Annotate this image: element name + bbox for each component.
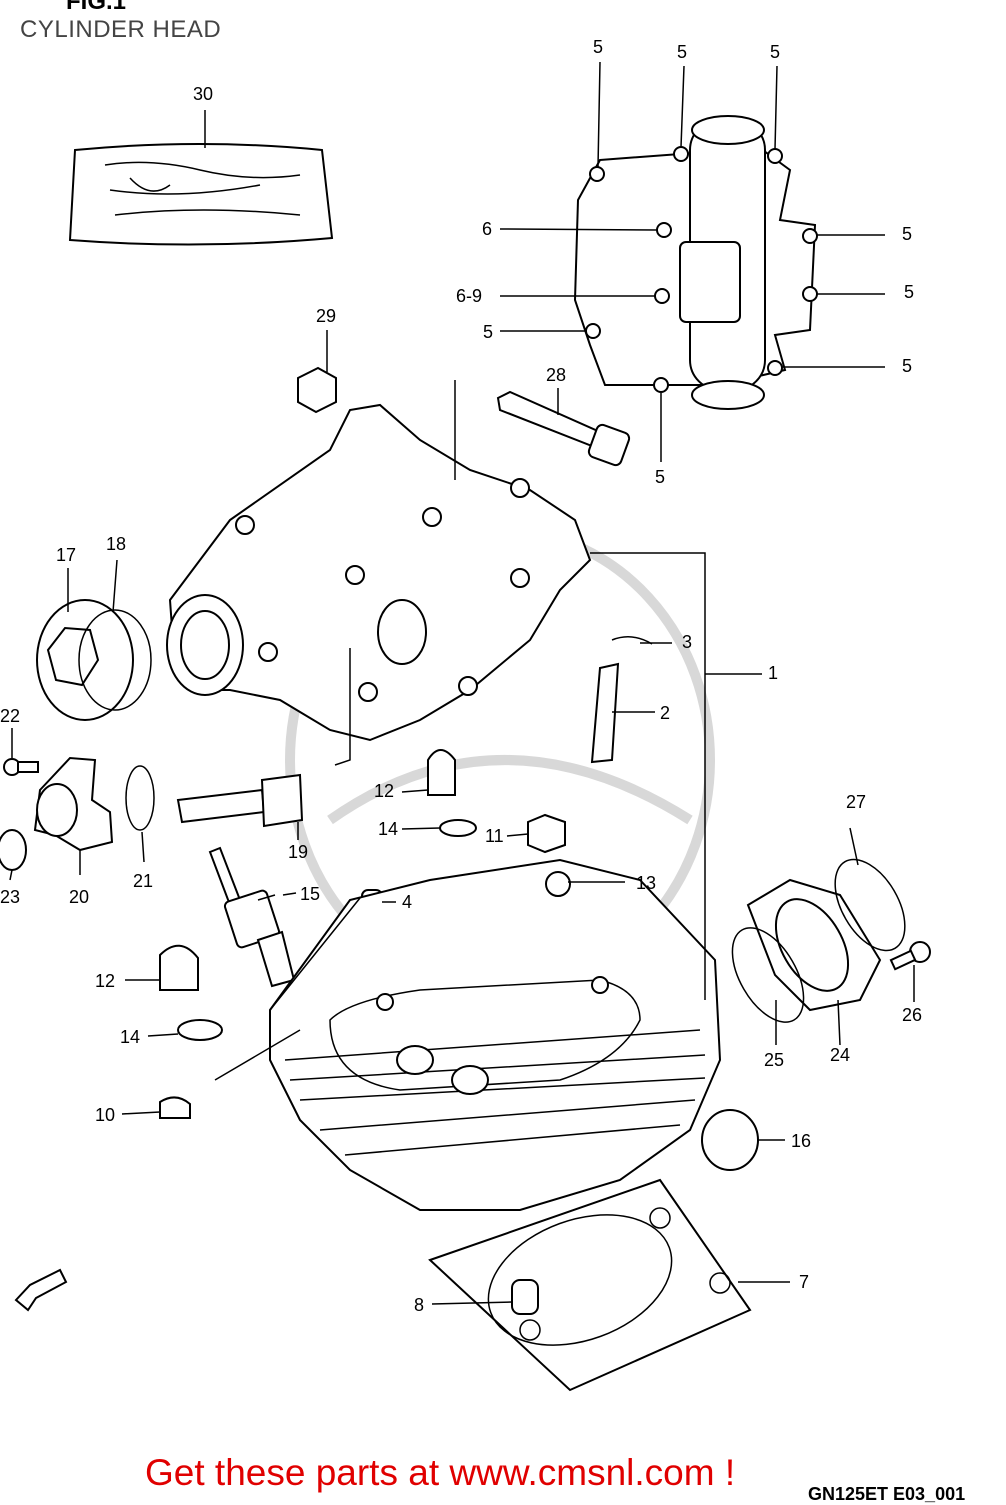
callout-5: 5 (593, 37, 603, 57)
part-10-plug[interactable] (159, 1096, 191, 1119)
callout-1: 1 (768, 663, 778, 683)
part-12-cap-nut-lower[interactable] (159, 944, 199, 991)
part-11-nut[interactable] (527, 813, 566, 854)
callout-2: 2 (660, 703, 670, 723)
callout-29: 29 (316, 306, 336, 326)
part-24-intake-pipe[interactable] (746, 878, 882, 1012)
part-8-dowel[interactable] (511, 1279, 539, 1315)
part-25-o-ring[interactable] (718, 916, 818, 1034)
callout-12: 12 (95, 971, 115, 991)
figure-title: CYLINDER HEAD (20, 16, 222, 43)
callout-23: 23 (0, 887, 20, 907)
part-17-o-ring[interactable] (78, 609, 152, 711)
callout-14: 14 (378, 819, 398, 839)
cylinder-head-cover[interactable] (573, 115, 818, 410)
callout-5: 5 (770, 42, 780, 62)
figure-number: FIG.1 (66, 0, 127, 15)
callout-5: 5 (902, 356, 912, 376)
callout-12: 12 (374, 781, 394, 801)
diagram-code: GN125ET E03_001 (808, 1484, 966, 1504)
callout-28: 28 (546, 365, 566, 385)
callout-7: 7 (799, 1272, 809, 1292)
part-14-washer-upper[interactable] (439, 819, 477, 837)
callout-30: 30 (193, 84, 213, 104)
callout-27: 27 (846, 792, 866, 812)
part-23-plug[interactable] (0, 829, 27, 871)
part-19-gear-shaft[interactable] (176, 773, 304, 828)
callout-25: 25 (764, 1050, 784, 1070)
callout-6: 6 (482, 219, 492, 239)
part-2-valve-guide[interactable] (590, 662, 620, 764)
part-20-tachometer-housing[interactable] (33, 756, 114, 852)
callout-16: 17 (56, 545, 76, 565)
callout-8: 8 (414, 1295, 424, 1315)
part-22-bolt[interactable] (3, 758, 39, 776)
part-30-gasket-set[interactable] (68, 143, 334, 246)
callout-13: 13 (636, 873, 656, 893)
part-12-cap-nut-upper[interactable] (427, 749, 456, 796)
callout-21: 21 (133, 871, 153, 891)
part-27-clamp[interactable] (821, 848, 919, 963)
callout-24: 24 (830, 1045, 850, 1065)
leader-lines (9, 61, 915, 1305)
callout-5: 5 (655, 467, 665, 487)
part-16-cap[interactable] (36, 599, 134, 721)
callout-14: 14 (120, 1027, 140, 1047)
part-14-washer-lower[interactable] (177, 1019, 223, 1041)
part-28-bolt[interactable] (496, 390, 631, 467)
callout-5: 5 (677, 42, 687, 62)
callout-5: 5 (904, 282, 914, 302)
callout-5: 5 (902, 224, 912, 244)
part-7-cylinder-gasket[interactable] (428, 1178, 752, 1392)
callout-10: 10 (95, 1105, 115, 1125)
part-18-plug[interactable] (701, 1109, 759, 1171)
callout-11: 11 (485, 826, 504, 846)
part-1-cylinder-head[interactable] (269, 858, 722, 1211)
forward-arrow-icon (14, 1268, 68, 1312)
callout-26: 26 (902, 1005, 922, 1025)
callout-15: 15 (300, 884, 320, 904)
callout-19: 19 (288, 842, 308, 862)
camshaft-housing[interactable] (166, 403, 592, 742)
callout-20: 20 (69, 887, 89, 907)
callout-17: 18 (106, 534, 126, 554)
get-parts-link[interactable]: Get these parts at www.cmsnl.com ! (145, 1452, 736, 1493)
part-15-spark-plug[interactable] (208, 846, 296, 988)
callout-labels: 30 5 5 5 6 6-9 5 5 5 5 5 29 28 17 18 3 1… (0, 37, 922, 1315)
callout-22: 22 (0, 706, 20, 726)
callout-4: 4 (402, 892, 412, 912)
part-26-bolt[interactable] (889, 941, 931, 971)
part-21-o-ring[interactable] (125, 765, 155, 831)
callout-6-9: 6-9 (456, 286, 482, 306)
callout-18: 16 (791, 1131, 811, 1151)
part-29-nut[interactable] (297, 366, 337, 414)
callout-3: 3 (682, 632, 692, 652)
callout-5: 5 (483, 322, 493, 342)
part-3-circlip[interactable] (611, 636, 653, 645)
